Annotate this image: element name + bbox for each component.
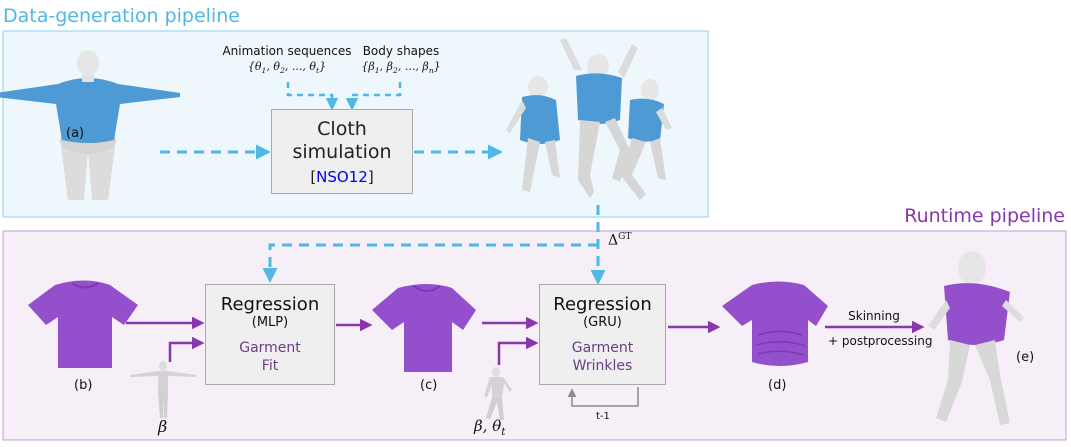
arrow-animation-sequences bbox=[286, 82, 339, 111]
cloth-simulation-box: Cloth simulation [NSO12] bbox=[271, 109, 413, 194]
postprocessing-label: + postprocessing bbox=[828, 334, 933, 348]
delta-gt-label: ΔGT bbox=[608, 232, 632, 249]
label-d: (d) bbox=[768, 378, 787, 393]
arrow-beta-to-mlp bbox=[168, 336, 205, 362]
arrow-body-shapes bbox=[345, 82, 402, 111]
gru-title: Regression bbox=[553, 294, 652, 315]
label-e: (e) bbox=[1016, 350, 1035, 365]
citation-link[interactable]: NSO12 bbox=[316, 167, 368, 186]
mlp-subtitle: (MLP) bbox=[251, 315, 289, 330]
body-shapes-label: Body shapes {β1, β2, ..., βn} bbox=[361, 44, 441, 76]
gru-subtitle: (GRU) bbox=[583, 315, 622, 330]
label-c: (c) bbox=[420, 378, 438, 393]
gru-regression-box: Regression (GRU) Garment Wrinkles bbox=[539, 284, 666, 385]
arrow-beta-theta-to-gru bbox=[497, 336, 539, 365]
skinning-label: Skinning bbox=[848, 309, 900, 323]
recurrent-label: t-1 bbox=[596, 411, 610, 422]
garment-b-figure bbox=[28, 280, 138, 368]
garment-c-figure bbox=[372, 284, 476, 372]
mlp-line2: Fit bbox=[261, 358, 279, 374]
animated-bodies-figure bbox=[506, 38, 672, 200]
animation-sequences-label: Animation sequences {θ1, θ2, ..., θt} bbox=[222, 44, 352, 76]
beta-body-figure bbox=[130, 361, 196, 418]
runtime-panel bbox=[2, 230, 1067, 441]
mlp-line1: Garment bbox=[239, 340, 301, 356]
mlp-title: Regression bbox=[220, 294, 320, 315]
label-a: (a) bbox=[66, 126, 85, 141]
beta-theta-label: β, θt bbox=[474, 417, 506, 438]
arrow-gt-to-mlp bbox=[262, 243, 598, 283]
data-generation-title: Data-generation pipeline bbox=[3, 5, 240, 27]
mlp-regression-box: Regression (MLP) Garment Fit bbox=[205, 284, 335, 385]
tpose-body-figure bbox=[0, 50, 180, 200]
citation: [NSO12] bbox=[310, 167, 374, 186]
runtime-title: Runtime pipeline bbox=[904, 205, 1065, 227]
gru-line1: Garment bbox=[571, 340, 634, 356]
gru-line2: Wrinkles bbox=[572, 358, 633, 374]
recurrent-loop-arrow bbox=[567, 387, 639, 407]
cloth-simulation-line1: Cloth bbox=[317, 117, 367, 140]
beta-theta-body-figure bbox=[484, 367, 512, 420]
final-body-figure bbox=[928, 251, 1024, 425]
cloth-simulation-line2: simulation bbox=[292, 140, 392, 163]
beta-label: β bbox=[158, 417, 168, 436]
garment-d-figure bbox=[722, 281, 828, 366]
label-b: (b) bbox=[74, 378, 93, 393]
